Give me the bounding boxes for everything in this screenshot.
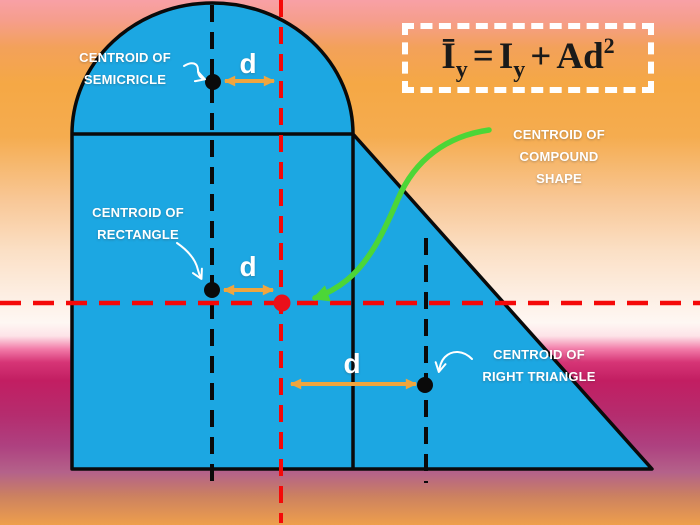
compound-centroid-label: CENTROID OF COMPOUND SHAPE: [513, 124, 605, 190]
triangle-centroid-dot: [417, 377, 433, 393]
triangle-centroid-label-line2: RIGHT TRIANGLE: [482, 369, 596, 384]
formula-rhs-subscript: y: [513, 56, 526, 83]
compound-centroid-label-line3: SHAPE: [536, 171, 582, 186]
semicircle-centroid-label-line2: SEMICRICLE: [83, 72, 167, 87]
compound-shape: [70, 1, 654, 471]
semicircle-centroid-label-line1: CENTROID OF: [79, 50, 171, 65]
rectangle-pointer-arrow: [176, 242, 203, 280]
formula-exponent: 2: [603, 32, 615, 58]
formula-lhs: Ī: [441, 35, 456, 77]
rectangle-centroid-label: CENTROID OF RECTANGLE: [92, 202, 184, 246]
d-label-triangle: d: [343, 348, 361, 379]
triangle-centroid-label: CENTROID OF RIGHT TRIANGLE: [482, 344, 595, 388]
rectangle-centroid-dot: [204, 282, 220, 298]
parallel-axis-formula: Īy=Iy+Ad2: [441, 34, 614, 82]
semicircle-centroid-label: CENTROID OF SEMICRICLE: [79, 47, 171, 91]
compound-centroid-label-line1: CENTROID OF: [513, 127, 605, 142]
formula-lhs-subscript: y: [455, 56, 468, 83]
compound-pointer-arrow: [311, 127, 492, 302]
semicircle-centroid-dot: [205, 74, 221, 90]
triangle-pointer-arrow: [434, 351, 473, 373]
compound-centroid-label-line2: COMPOUND: [519, 149, 599, 164]
rectangle-centroid-label-line2: RECTANGLE: [97, 227, 179, 242]
d-label-semicircle: d: [239, 48, 257, 79]
formula-plus: +: [530, 35, 552, 77]
semicircle-pointer-arrow: [183, 62, 206, 83]
formula-equals: =: [472, 35, 494, 77]
compound-centroid-dot: [273, 294, 291, 312]
triangle-centroid-label-line1: CENTROID OF: [493, 347, 585, 362]
formula-ad-term: Ad: [556, 35, 604, 77]
rectangle-centroid-label-line1: CENTROID OF: [92, 205, 184, 220]
d-label-rectangle: d: [239, 251, 257, 282]
formula-rhs: I: [498, 35, 514, 77]
formula-box: Īy=Iy+Ad2: [402, 23, 654, 93]
